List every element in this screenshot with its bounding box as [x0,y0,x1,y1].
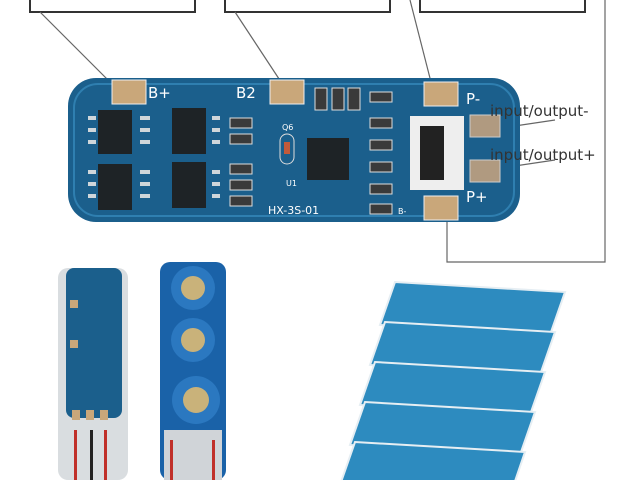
silk-b-minus: B- [398,207,406,216]
silk-q6: Q6 [282,123,293,132]
label-io-minus: input/output- [490,102,589,120]
pad-b2 [269,79,305,105]
passive-components [229,87,393,215]
sense-resistor [420,126,444,180]
pad-p-minus [423,81,459,107]
pad-io-minus [469,114,501,138]
chip-pins [88,116,220,198]
label-p-plus: P+ [466,188,488,206]
pad-io-plus [469,159,501,183]
mosfet-chips [98,108,206,210]
pad-p-plus [423,195,459,221]
pad-b-plus [111,79,147,105]
stacked-boards-photo [340,280,567,480]
protection-ic [307,138,349,180]
label-io-plus: input/output+ [490,146,596,164]
board-on-battery-photo [58,268,128,480]
label-p-minus: P- [466,90,480,108]
label-b2: B2 [236,84,256,102]
label-box-2 [224,0,391,13]
battery-cells-photo [160,262,226,480]
silk-u1: U1 [286,179,297,188]
label-box-1 [29,0,196,13]
label-box-3 [419,0,586,13]
label-b-plus: B+ [148,84,171,102]
board-model: HX-3S-01 [268,204,319,217]
